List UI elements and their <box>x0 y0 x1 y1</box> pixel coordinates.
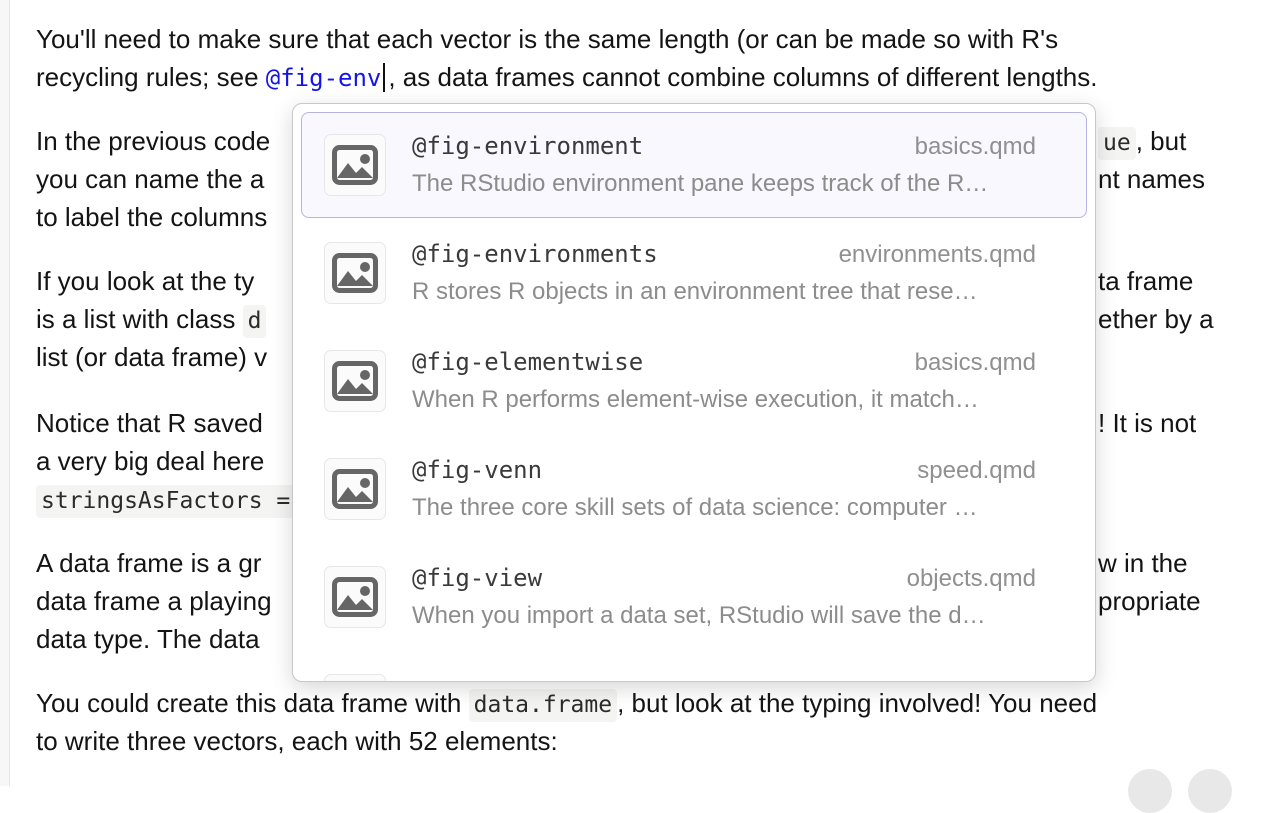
inline-code: stringsAsFactors = <box>36 485 296 518</box>
reference-caption: R stores R objects in an environment tre… <box>412 278 978 305</box>
doc-line: list (or data frame) v <box>36 338 1236 376</box>
doc-line: In the previous code ue, but <box>36 122 1236 160</box>
doc-text: A data frame is a gr <box>36 548 262 578</box>
image-icon <box>324 134 386 196</box>
reference-caption: The RStudio environment pane keeps track… <box>412 170 989 197</box>
doc-line: You'll need to make sure that each vecto… <box>36 20 1236 58</box>
figure-reference-being-typed: @fig-env <box>265 64 382 92</box>
doc-line: you can name the a nt names <box>36 160 1236 198</box>
doc-text: You could create this data frame with <box>36 688 469 718</box>
doc-line: data type. The data <box>36 620 1236 658</box>
reference-id: @fig-elementwise <box>412 348 644 376</box>
source-file: speed.qmd <box>917 457 1036 484</box>
doc-line: stringsAsFactors = <box>36 480 1236 518</box>
doc-text: a very big deal here <box>36 446 265 476</box>
floating-nav-button-down[interactable] <box>1188 769 1232 813</box>
document-body[interactable]: You'll need to make sure that each vecto… <box>0 0 1268 786</box>
doc-text: You'll need to make sure that each vecto… <box>36 24 1059 54</box>
reference-id: @fig-view <box>412 564 543 592</box>
autocomplete-item-partial[interactable] <box>301 652 1087 681</box>
source-file: objects.qmd <box>906 565 1036 592</box>
source-file: basics.qmd <box>914 133 1036 160</box>
doc-text: Notice that R saved <box>36 408 263 438</box>
doc-text-fragment: ta frame <box>1098 266 1194 296</box>
doc-text: data type. The data <box>36 624 260 654</box>
doc-line: to write three vectors, each with 52 ele… <box>36 722 1236 760</box>
doc-text-fragment: ! It is not <box>1098 408 1197 438</box>
doc-text-fragment: propriate <box>1098 586 1201 616</box>
doc-line: is a list with class d ether by a <box>36 300 1236 338</box>
doc-line: Notice that R saved ! It is not <box>36 404 1236 442</box>
doc-line: a very big deal here <box>36 442 1236 480</box>
reference-id: @fig-environment <box>412 132 644 160</box>
inline-code-fragment: ue <box>1098 127 1136 160</box>
inline-code: data.frame <box>468 689 618 722</box>
doc-text: list (or data frame) v <box>36 342 268 372</box>
doc-text: , but look at the typing involved! You n… <box>617 688 1098 718</box>
doc-line: to label the columns <box>36 198 1236 236</box>
doc-text: you can name the a <box>36 164 265 194</box>
doc-text: , as data frames cannot combine columns … <box>388 62 1098 92</box>
doc-text: to label the columns <box>36 202 268 232</box>
inline-code-fragment: d <box>242 305 267 338</box>
image-icon <box>324 350 386 412</box>
autocomplete-item-fig-view[interactable]: @fig-view objects.qmd When you import a … <box>301 544 1087 650</box>
reference-caption: The three core skill sets of data scienc… <box>412 494 978 521</box>
image-icon <box>324 242 386 304</box>
source-file: basics.qmd <box>914 349 1036 376</box>
doc-text: to write three vectors, each with 52 ele… <box>36 726 558 756</box>
reference-id: @fig-environments <box>412 240 658 268</box>
doc-line: A data frame is a gr w in the <box>36 544 1236 582</box>
doc-line: If you look at the ty ta frame <box>36 262 1236 300</box>
autocomplete-item-fig-environments[interactable]: @fig-environments environments.qmd R sto… <box>301 220 1087 326</box>
doc-line: You could create this data frame with da… <box>36 684 1236 722</box>
doc-text-fragment: ue, but <box>1098 122 1186 162</box>
reference-id: @fig-venn <box>412 456 543 484</box>
autocomplete-item-fig-elementwise[interactable]: @fig-elementwise basics.qmd When R perfo… <box>301 328 1087 434</box>
doc-text: If you look at the ty <box>36 266 255 296</box>
doc-text: recycling rules; see <box>36 62 266 92</box>
doc-line: data frame a playing propriate <box>36 582 1236 620</box>
autocomplete-item-fig-venn[interactable]: @fig-venn speed.qmd The three core skill… <box>301 436 1087 542</box>
image-icon <box>324 566 386 628</box>
reference-caption: When you import a data set, RStudio will… <box>412 602 986 629</box>
doc-text-fragment: ether by a <box>1098 304 1214 334</box>
doc-text: In the previous code <box>36 126 271 156</box>
doc-text-fragment: nt names <box>1098 164 1205 194</box>
autocomplete-item-fig-environment[interactable]: @fig-environment basics.qmd The RStudio … <box>301 112 1087 218</box>
text-cursor <box>383 63 386 92</box>
doc-text: data frame a playing <box>36 586 272 616</box>
source-file: environments.qmd <box>838 241 1036 268</box>
pane-edge <box>0 0 10 786</box>
floating-nav-button-up[interactable] <box>1128 769 1172 813</box>
doc-text: is a list with class <box>36 304 243 334</box>
reference-autocomplete-popup: @fig-environment basics.qmd The RStudio … <box>292 103 1096 682</box>
image-icon <box>324 458 386 520</box>
reference-caption: When R performs element-wise execution, … <box>412 386 979 413</box>
image-icon <box>324 674 386 681</box>
doc-line: recycling rules; see @fig-env, as data f… <box>36 58 1236 96</box>
doc-text-fragment: w in the <box>1098 548 1188 578</box>
